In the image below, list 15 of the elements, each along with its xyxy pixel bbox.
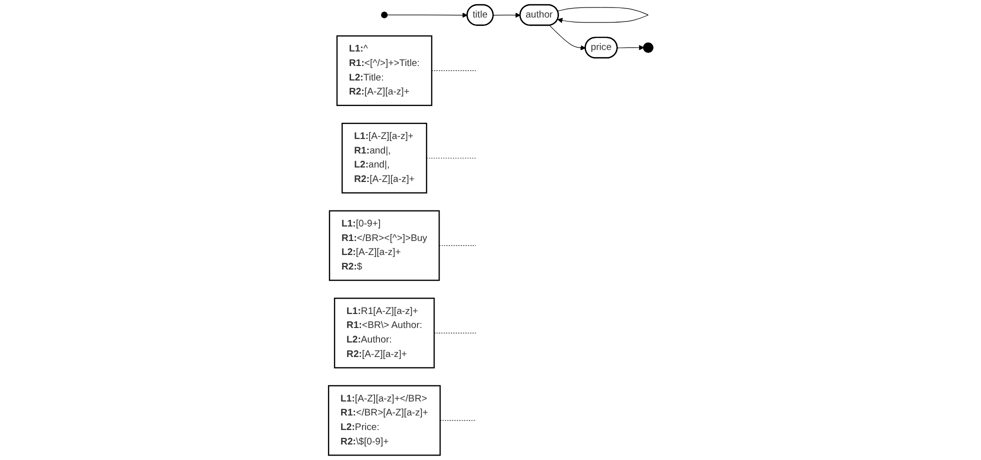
arrow	[549, 25, 586, 50]
arrow	[557, 7, 648, 24]
node-box: L1:^ R1:<[^/>]+>Title: L2:Title: R2:[A-Z][a-z]+	[336, 35, 432, 106]
node-box: L1:[A-Z][a-z]+ R1:and|, L2:and|, R2:[A-Z][a-z]+	[342, 122, 428, 194]
node-box: L1:[0-9+] R1:</BR><[^>]>Buy L2:[A-Z][a-z]+ R2:$	[328, 210, 440, 281]
connector	[438, 245, 476, 246]
connector	[440, 420, 476, 421]
connector	[431, 70, 476, 71]
connector	[434, 332, 476, 334]
node-box: L1:R1[A-Z][a-z]+ R1:<BR\> Author: L2:Author: R2:[A-Z][a-z]+	[334, 298, 435, 368]
node-circle	[381, 12, 388, 18]
arrow	[493, 12, 521, 18]
node-box: L1:[A-Z][a-z]+</BR> R1:</BR>[A-Z][a-z]+ L2:Price: R2:\$[0-9]+	[328, 385, 441, 456]
arrow	[617, 45, 644, 50]
arrow	[387, 12, 468, 18]
